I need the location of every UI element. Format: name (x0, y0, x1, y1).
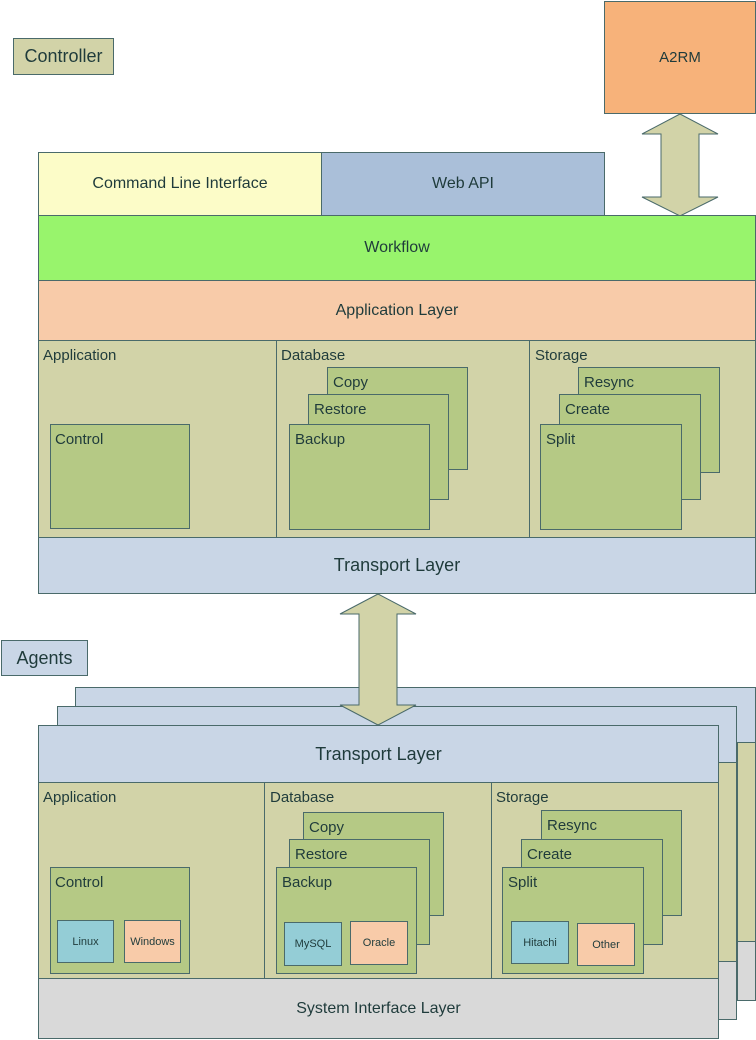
agent-backdrop-3-khaki (737, 742, 756, 942)
linux-box: Linux (57, 920, 114, 963)
restore-label: Restore (314, 401, 367, 418)
agent-database-title: Database (270, 789, 335, 806)
agent-split-box: Split Hitachi Other (502, 867, 644, 974)
agent-storage-title: Storage (496, 789, 549, 806)
controller-application-section: Application Control (38, 340, 277, 538)
backup-label: Backup (295, 431, 346, 448)
backup-box: Backup (289, 424, 430, 530)
agent-database-section: Database Copy Restore Backup MySQL Oracl… (264, 782, 492, 979)
other-box: Other (577, 923, 635, 966)
database-title: Database (281, 347, 346, 364)
oracle-box: Oracle (350, 921, 408, 965)
webapi-box: Web API (321, 152, 605, 216)
control-label: Control (55, 431, 104, 448)
agent-transport-layer: Transport Layer (38, 725, 719, 783)
agent-application-section: Application Control Linux Windows (38, 782, 265, 979)
agent-resync-label: Resync (547, 817, 598, 834)
resync-label: Resync (584, 374, 635, 391)
application-layer: Application Layer (38, 280, 756, 341)
windows-box: Windows (124, 920, 181, 963)
copy-label: Copy (333, 374, 369, 391)
split-label: Split (546, 431, 576, 448)
agent-storage-section: Storage Resync Create Split Hitachi Othe… (491, 782, 719, 979)
split-box: Split (540, 424, 682, 530)
storage-title: Storage (535, 347, 588, 364)
a2rm-box: A2RM (604, 1, 756, 114)
agent-control-box: Control Linux Windows (50, 867, 190, 974)
agent-copy-label: Copy (309, 819, 345, 836)
mysql-box: MySQL (284, 922, 342, 966)
controller-storage-section: Storage Resync Create Split (529, 340, 756, 538)
cli-box: Command Line Interface (38, 152, 322, 216)
control-box: Control (50, 424, 190, 529)
controller-database-section: Database Copy Restore Backup (276, 340, 530, 538)
create-label: Create (565, 401, 611, 418)
controller-transport-layer: Transport Layer (38, 537, 756, 594)
agents-legend: Agents (1, 640, 88, 676)
agent-control-label: Control (55, 874, 104, 891)
hitachi-box: Hitachi (511, 921, 569, 964)
agent-backdrop-3-gray (737, 941, 756, 1001)
agent-backup-box: Backup MySQL Oracle (276, 867, 417, 974)
controller-agents-arrow (339, 593, 417, 726)
a2rm-workflow-arrow (641, 113, 719, 217)
workflow-layer: Workflow (38, 215, 756, 281)
agent-restore-label: Restore (295, 846, 348, 863)
application-title: Application (43, 347, 117, 364)
agent-backdrop-2-khaki (718, 762, 737, 962)
agent-create-label: Create (527, 846, 573, 863)
agent-backup-label: Backup (282, 874, 333, 891)
agent-split-label: Split (508, 874, 538, 891)
agent-backdrop-2-gray (718, 961, 737, 1020)
system-interface-layer: System Interface Layer (38, 978, 719, 1039)
controller-legend: Controller (13, 38, 114, 75)
agent-application-title: Application (43, 789, 117, 806)
